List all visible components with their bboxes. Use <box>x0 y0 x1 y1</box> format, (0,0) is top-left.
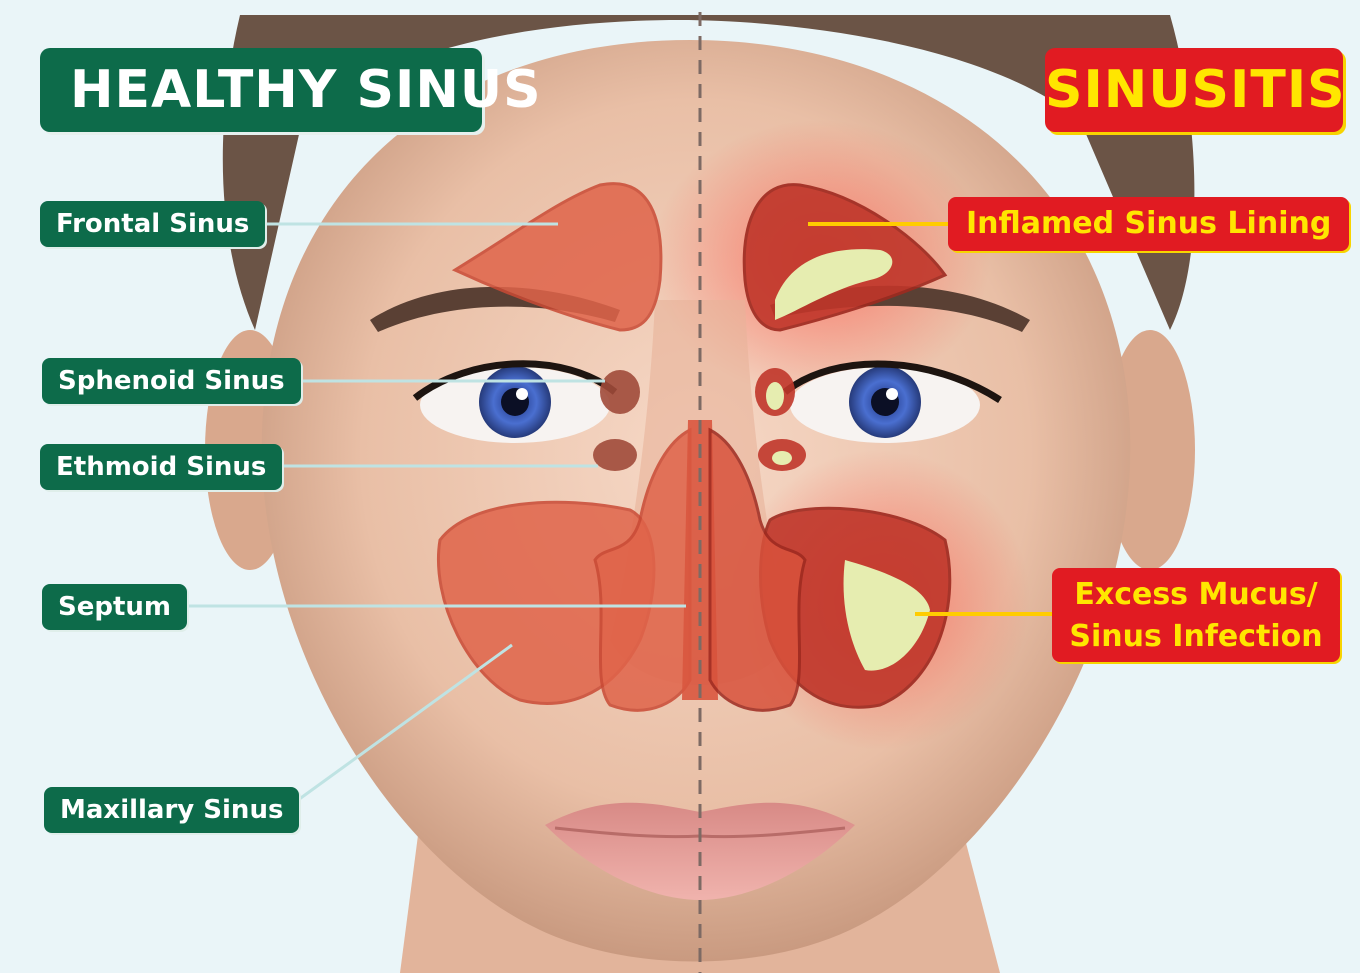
septum-label: Septum <box>42 584 187 630</box>
sphenoid-sinus-left <box>600 370 640 414</box>
right-eye-highlight <box>886 388 898 400</box>
sphenoid-sinus-label: Sphenoid Sinus <box>42 358 301 404</box>
sinusitis-title: SINUSITIS <box>1045 48 1343 132</box>
frontal-sinus-label: Frontal Sinus <box>40 201 265 247</box>
mucus-ethmoid <box>772 451 792 465</box>
healthy-sinus-title: HEALTHY SINUS <box>40 48 482 132</box>
inflamed-sinus-lining-label: Inflamed Sinus Lining <box>948 197 1349 251</box>
ethmoid-sinus-label: Ethmoid Sinus <box>40 444 282 490</box>
excess-mucus-label-line-1: Excess Mucus/ <box>1052 574 1340 616</box>
maxillary-sinus-label: Maxillary Sinus <box>44 787 299 833</box>
excess-mucus-label: Excess Mucus/ Sinus Infection <box>1052 568 1340 662</box>
ethmoid-sinus-left <box>593 439 637 471</box>
left-eye-highlight <box>516 388 528 400</box>
excess-mucus-label-line-2: Sinus Infection <box>1052 616 1340 658</box>
mucus-sphenoid <box>766 382 784 410</box>
